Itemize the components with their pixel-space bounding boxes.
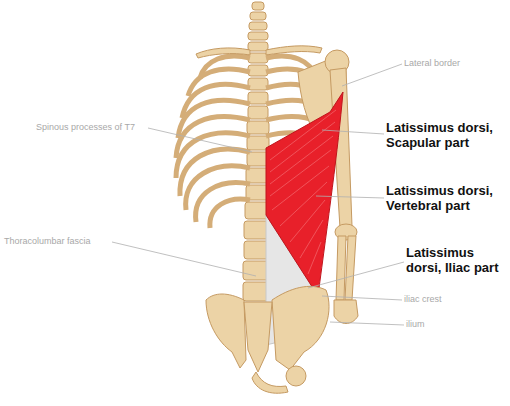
left-clavicle (196, 48, 250, 58)
ulna (345, 236, 356, 300)
radius (336, 236, 346, 300)
bone-label: Lateral border (404, 58, 504, 69)
muscle-label: Latissimus dorsi, Vertebral part (386, 184, 508, 214)
right-hip-joint (286, 366, 306, 386)
bone-label: ilium (406, 319, 466, 330)
pubis (252, 372, 288, 393)
right-clavicle (266, 46, 322, 55)
left-ilium (206, 294, 246, 368)
leader-lines (112, 64, 404, 325)
right-ilium (272, 286, 329, 370)
fascia-label: Thoracolumbar fascia (4, 236, 124, 247)
latissimus-dorsi-muscle (266, 92, 343, 296)
bone-label: Spinous processes of T7 (36, 122, 166, 133)
left-ribs (176, 56, 250, 228)
bone-label: iliac crest (404, 294, 484, 305)
hand (334, 300, 358, 324)
muscle-label: Latissimus dorsi, Iliac part (406, 246, 510, 276)
muscle-fibers (270, 110, 336, 274)
muscle-label: Latissimus dorsi, Scapular part (386, 121, 508, 151)
sacrum (244, 302, 272, 372)
